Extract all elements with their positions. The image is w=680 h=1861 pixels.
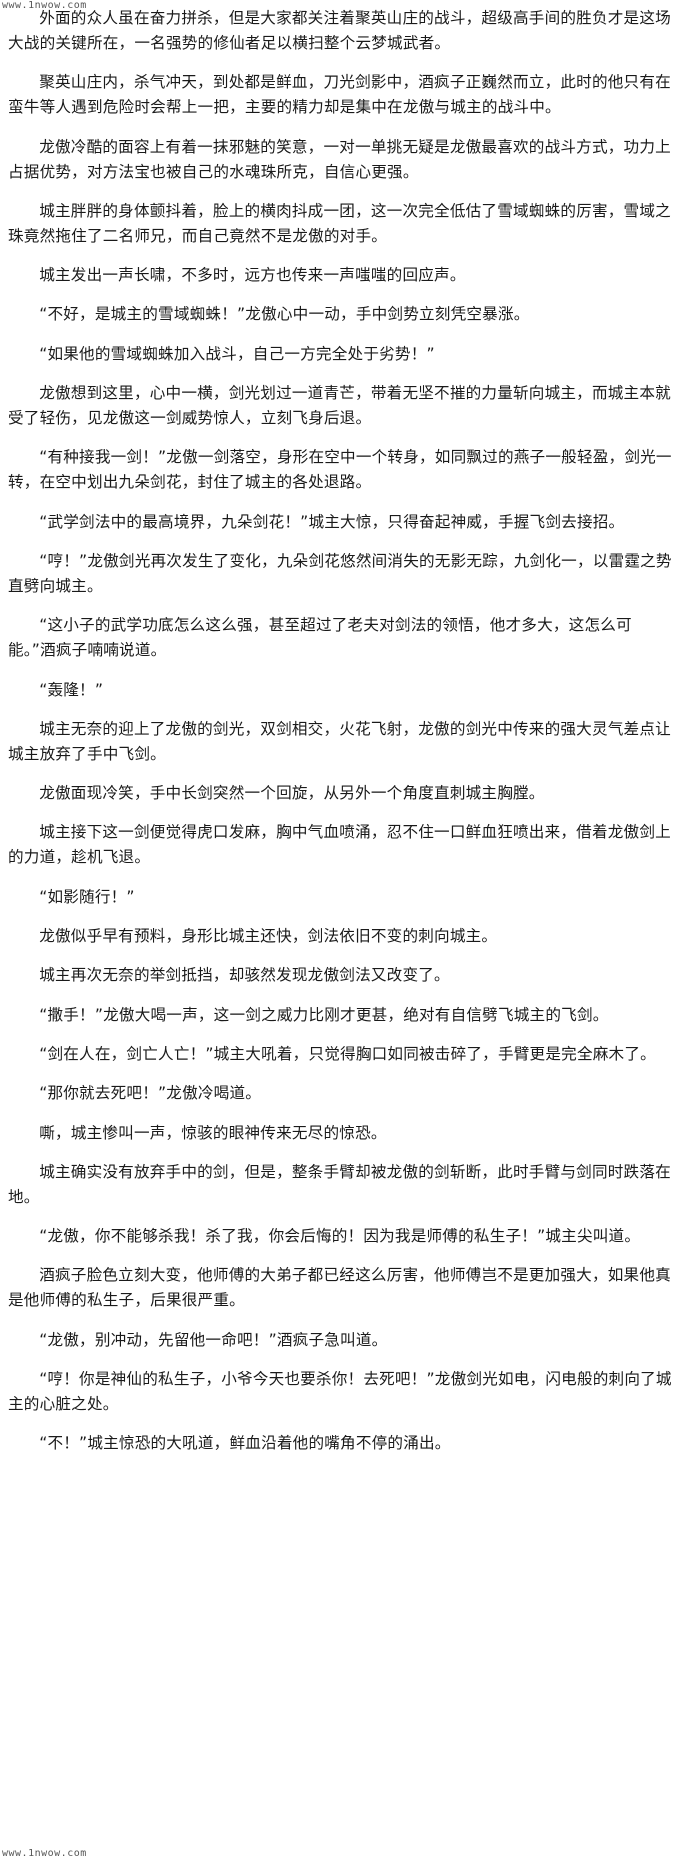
paragraph: 城主再次无奈的举剑抵挡，却骇然发现龙傲剑法又改变了。 [39, 966, 450, 985]
paragraph: “龙傲，别冲动，先留他一命吧！”酒疯子急叫道。 [39, 1330, 388, 1349]
watermark-bottom: www.1nwow.com [2, 1848, 87, 1859]
paragraph: 龙傲面现冷笑，手中长剑突然一个回旋，从另外一个角度直刺城主胸膛。 [39, 784, 545, 803]
paragraph: 嘶，城主惨叫一声，惊骇的眼神传来无尽的惊恐。 [39, 1123, 387, 1142]
paragraph: 城主确实没有放弃手中的剑，但是，整条手臂却被龙傲的剑斩断，此时手臂与剑同时跌落在… [8, 1162, 671, 1206]
paragraph: “如果他的雪域蜘蛛加入战斗，自己一方完全处于劣势！” [39, 344, 435, 363]
paragraph: 城主发出一声长啸，不多时，远方也传来一声嗤嗤的回应声。 [39, 266, 466, 285]
paragraph: 城主胖胖的身体颤抖着，脸上的横肉抖成一团，这一次完全低估了雪域蜘蛛的厉害，雪域之… [8, 201, 671, 245]
paragraph: “哼！”龙傲剑光再次发生了变化，九朵剑花悠然间消失的无影无踪，九剑化一，以雷霆之… [8, 551, 672, 595]
paragraph: “那你就去死吧！”龙傲冷喝道。 [39, 1084, 262, 1103]
paragraph: “如影随行！” [39, 887, 135, 906]
paragraph: 龙傲想到这里，心中一横，剑光划过一道青芒，带着无坚不摧的力量斩向城主，而城主本就… [8, 384, 671, 428]
paragraph: 外面的众人虽在奋力拼杀，但是大家都关注着聚英山庄的战斗，超级高手间的胜负才是这场… [8, 9, 671, 52]
paragraph: “不好，是城主的雪域蜘蛛！”龙傲心中一动，手中剑势立刻凭空暴涨。 [39, 305, 530, 324]
paragraph: 城主无奈的迎上了龙傲的剑光，双剑相交，火花飞射，龙傲的剑光中传来的强大灵气差点让… [8, 719, 671, 763]
watermark-top: www.1nwow.com [2, 0, 87, 11]
paragraph: 聚英山庄内，杀气冲天，到处都是鲜血，刀光剑影中，酒疯子正巍然而立，此时的他只有在… [8, 73, 671, 117]
paragraph: “不！”城主惊恐的大吼道，鲜血沿着他的嘴角不停的涌出。 [39, 1434, 451, 1453]
paragraph: 龙傲冷酷的面容上有着一抹邪魅的笑意，一对一单挑无疑是龙傲最喜欢的战斗方式，功力上… [8, 137, 671, 181]
paragraph: “有种接我一剑！”龙傲一剑落空，身形在空中一个转身，如同飘过的燕子一般轻盈，剑光… [8, 448, 672, 492]
paragraph: “龙傲，你不能够杀我！杀了我，你会后悔的！因为我是师傅的私生子！”城主尖叫道。 [39, 1227, 641, 1246]
paragraph: “哼！你是神仙的私生子，小爷今天也要杀你！去死吧！”龙傲剑光如电，闪电般的刺向了… [8, 1370, 672, 1414]
article-body: 外面的众人虽在奋力拼杀，但是大家都关注着聚英山庄的战斗，超级高手间的胜负才是这场… [8, 6, 674, 1471]
paragraph: 酒疯子脸色立刻大变，他师傅的大弟子都已经这么厉害，他师傅岂不是更加强大，如果他真… [8, 1266, 671, 1310]
paragraph: 城主接下这一剑便觉得虎口发麻，胸中气血喷涌，忍不住一口鲜血狂喷出来，借着龙傲剑上… [8, 823, 671, 867]
paragraph: “轰隆！” [39, 680, 104, 699]
paragraph: “撒手！”龙傲大喝一声，这一剑之威力比刚才更甚，绝对有自信劈飞城主的飞剑。 [39, 1005, 609, 1024]
paragraph: “剑在人在，剑亡人亡！”城主大吼着，只觉得胸口如同被击碎了，手臂更是完全麻木了。 [39, 1044, 656, 1063]
paragraph: “武学剑法中的最高境界，九朵剑花！”城主大惊，只得奋起神威，手握飞剑去接招。 [39, 512, 625, 531]
paragraph: 龙傲似乎早有预料，身形比城主还快，剑法依旧不变的刺向城主。 [39, 927, 498, 946]
paragraph: “这小子的武学功底怎么这么强，甚至超过了老夫对剑法的领悟，他才多大，这怎么可能。… [8, 616, 632, 660]
